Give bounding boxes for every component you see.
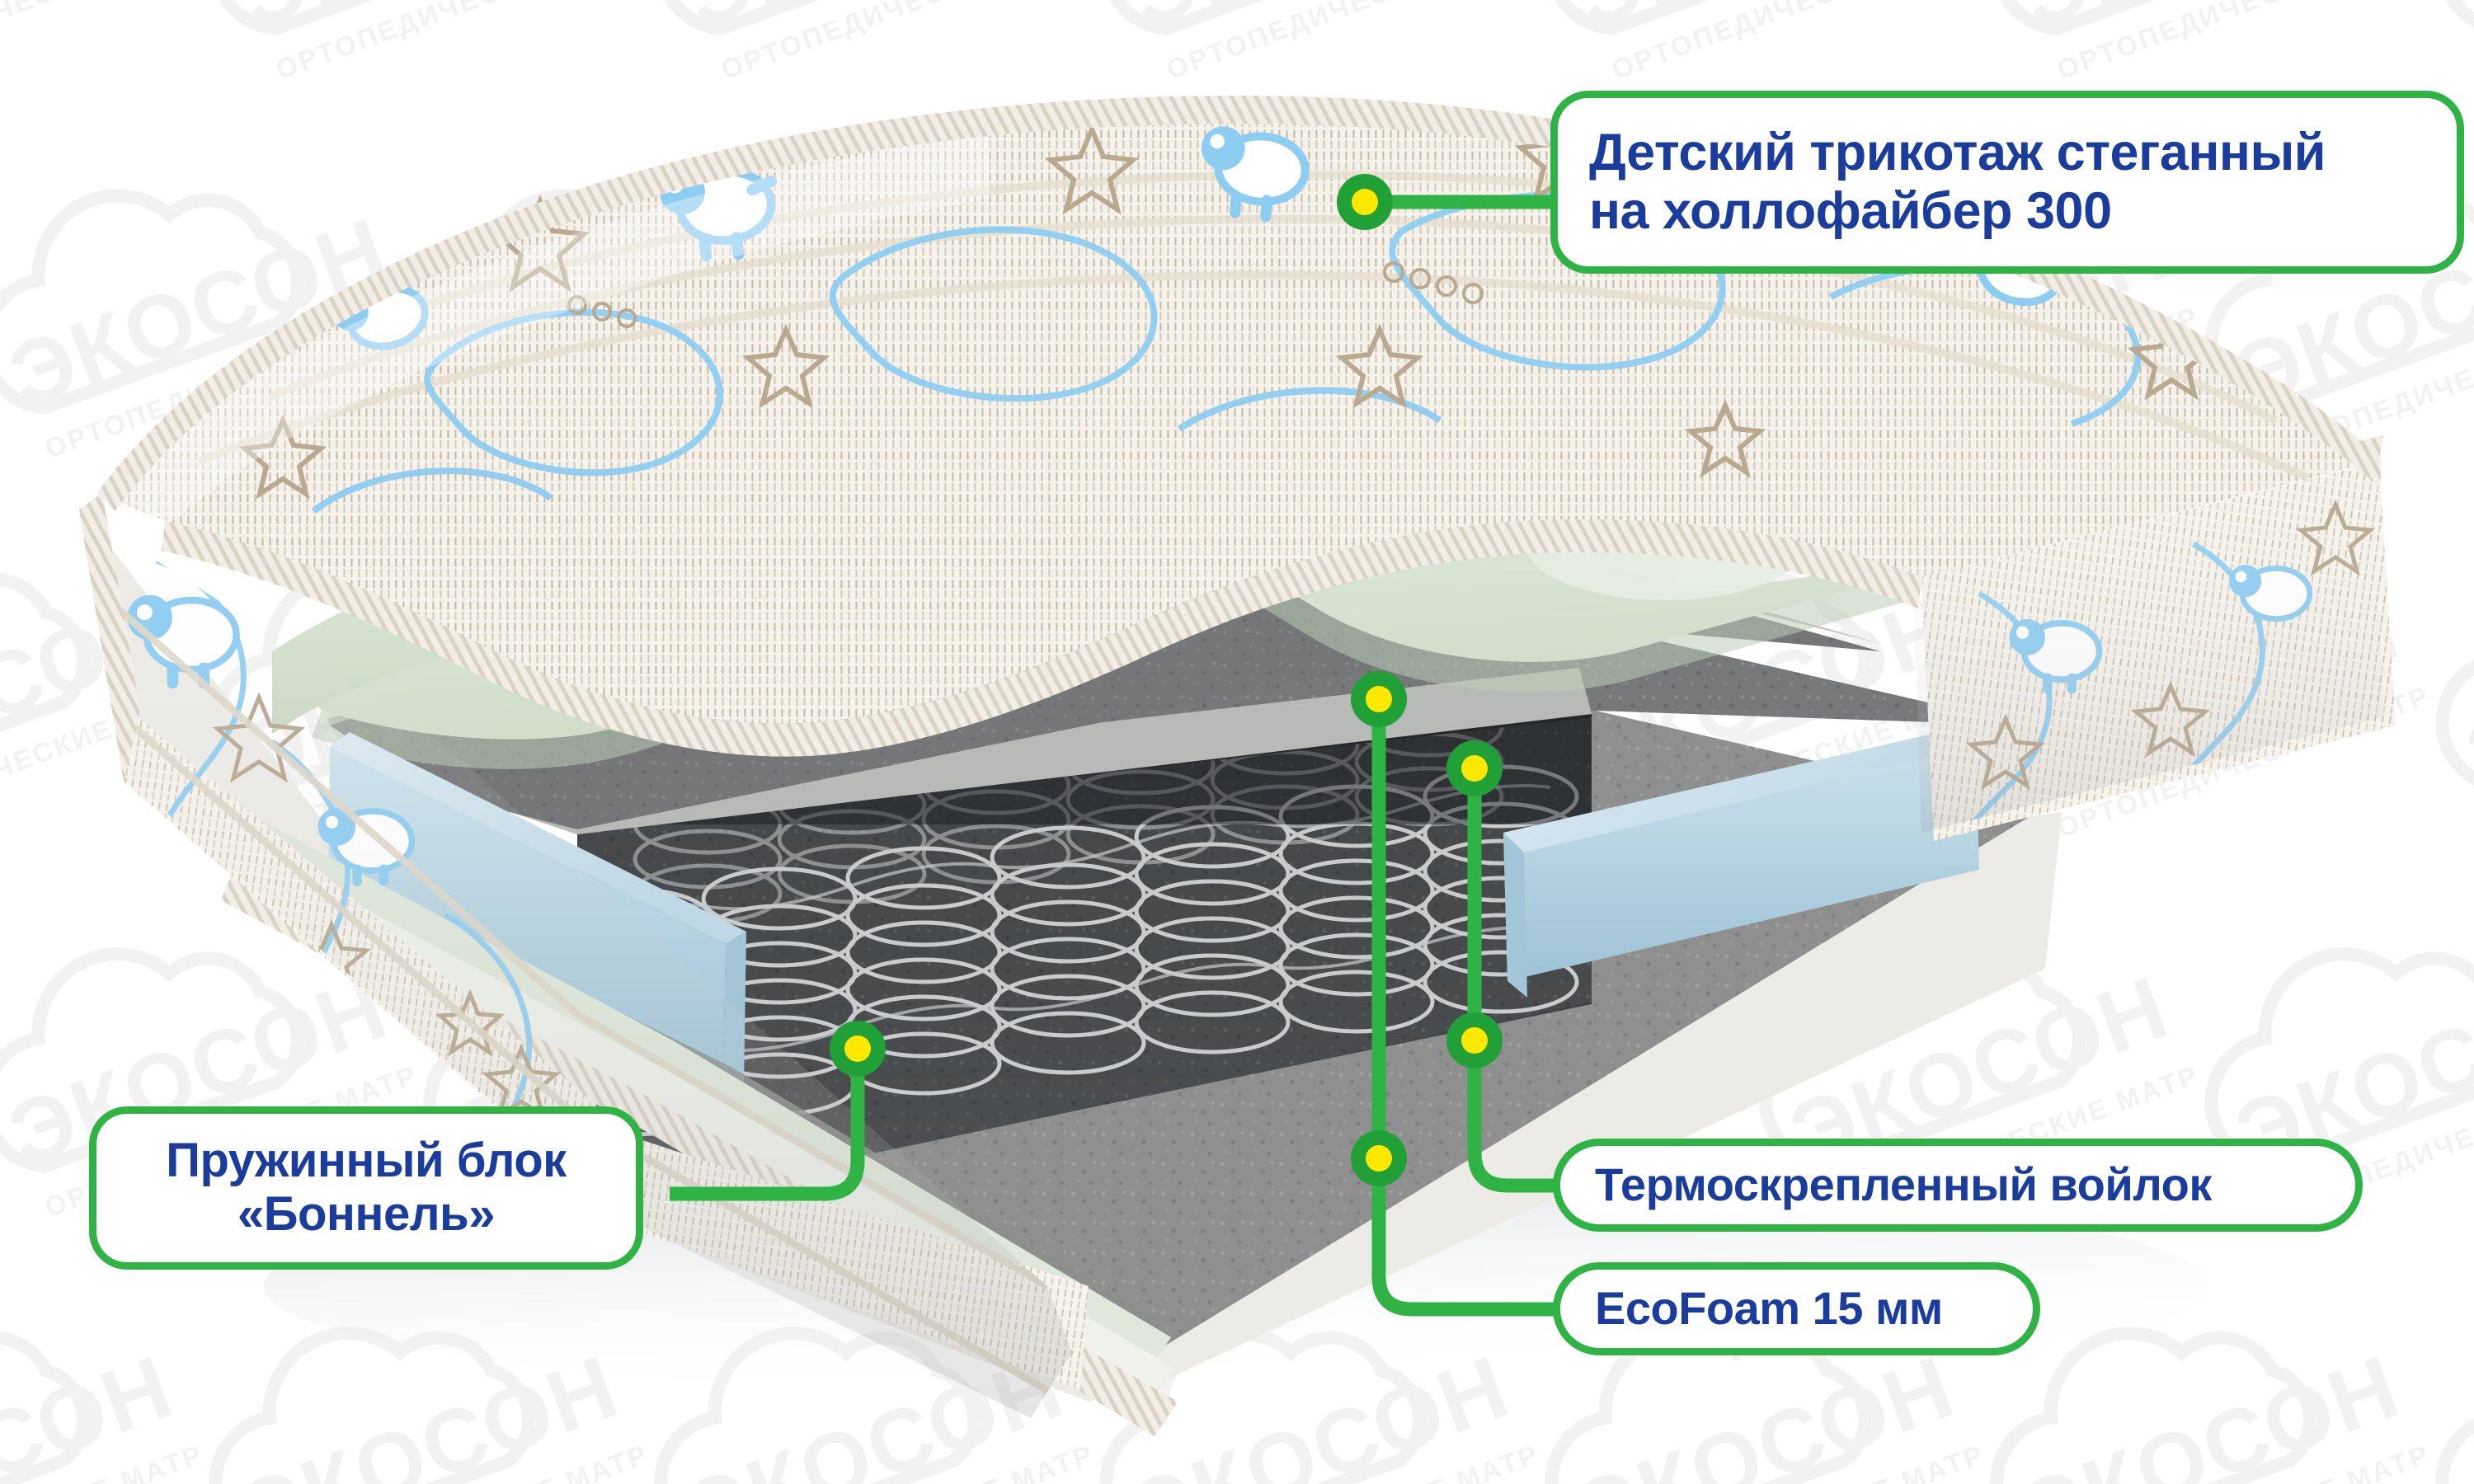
callout-cover-fabric[interactable]: Детский трикотаж стеганный на холлофайбе… xyxy=(1550,91,2464,274)
callout-spring-block[interactable]: Пружинный блок «Боннель» xyxy=(89,1106,643,1270)
callout-cover-fabric-label: Детский трикотаж стеганный на холлофайбе… xyxy=(1589,124,2326,240)
callout-felt-label: Термоскрепленный войлок xyxy=(1595,1158,2212,1211)
callout-spring-block-label: Пружинный блок «Боннель» xyxy=(166,1134,567,1241)
callout-ecofoam[interactable]: EcoFoam 15 мм xyxy=(1553,1262,2040,1355)
callout-ecofoam-label: EcoFoam 15 мм xyxy=(1595,1282,1943,1335)
callout-felt[interactable]: Термоскрепленный войлок xyxy=(1553,1139,2363,1232)
